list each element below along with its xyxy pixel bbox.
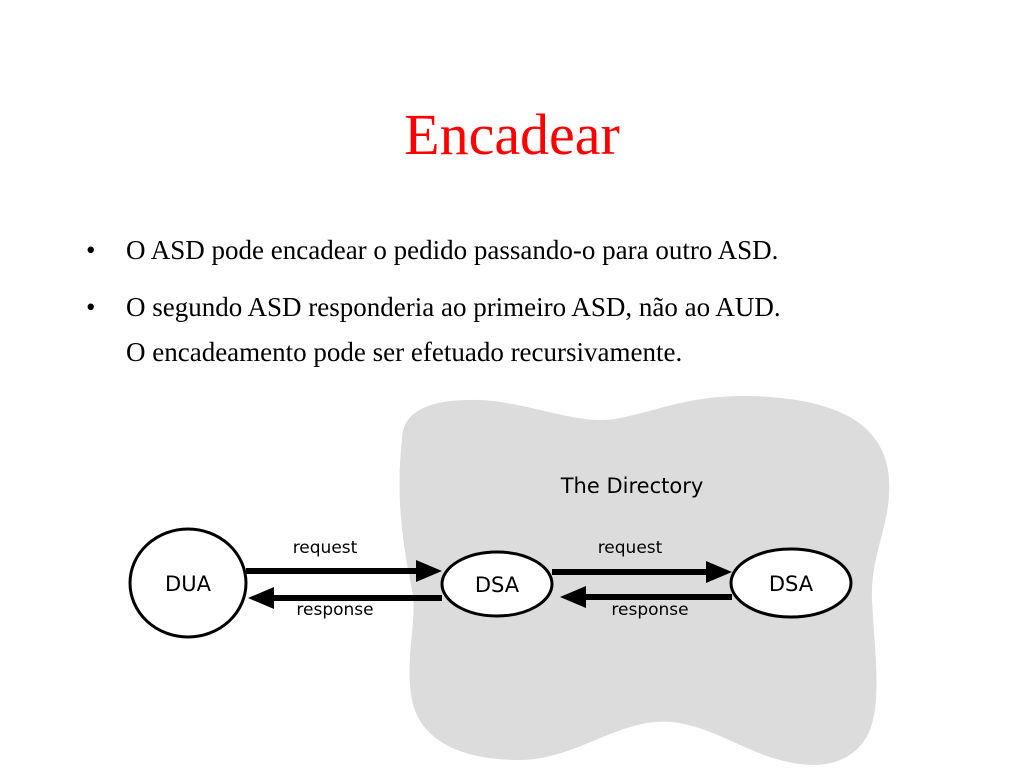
bullet-text-continuation: O encadeamento pode ser efetuado recursi… xyxy=(126,337,683,367)
request-arrow-2 xyxy=(552,561,732,583)
request-label-2: request xyxy=(598,538,663,558)
request-label-1: request xyxy=(293,538,358,558)
dua-node: DUA xyxy=(128,527,248,639)
bullet-icon: • xyxy=(86,235,96,265)
bullet-icon: • xyxy=(86,292,96,322)
response-arrow-2 xyxy=(560,586,732,608)
response-arrow-1 xyxy=(248,587,442,609)
bullet-text: O ASD pode encadear o pedido passando-o … xyxy=(126,235,779,265)
dsa-2-label: DSA xyxy=(769,572,814,596)
request-arrow-1 xyxy=(246,560,442,582)
dsa-node-1: DSA xyxy=(440,550,554,618)
dua-label: DUA xyxy=(165,572,212,596)
response-label-2: response xyxy=(611,600,688,620)
bullet-text: O segundo ASD responderia ao primeiro AS… xyxy=(126,292,781,322)
dsa-1-label: DSA xyxy=(475,573,520,597)
bullet-item: • O ASD pode encadear o pedido passando-… xyxy=(84,228,984,273)
slide-title: Encadear xyxy=(404,102,620,167)
directory-label: The Directory xyxy=(560,474,704,498)
response-label-1: response xyxy=(296,600,373,620)
bullet-list: • O ASD pode encadear o pedido passando-… xyxy=(84,228,984,387)
directory-cloud xyxy=(399,395,890,765)
dsa-node-2: DSA xyxy=(729,547,853,619)
bullet-item: • O segundo ASD responderia ao primeiro … xyxy=(84,285,984,375)
